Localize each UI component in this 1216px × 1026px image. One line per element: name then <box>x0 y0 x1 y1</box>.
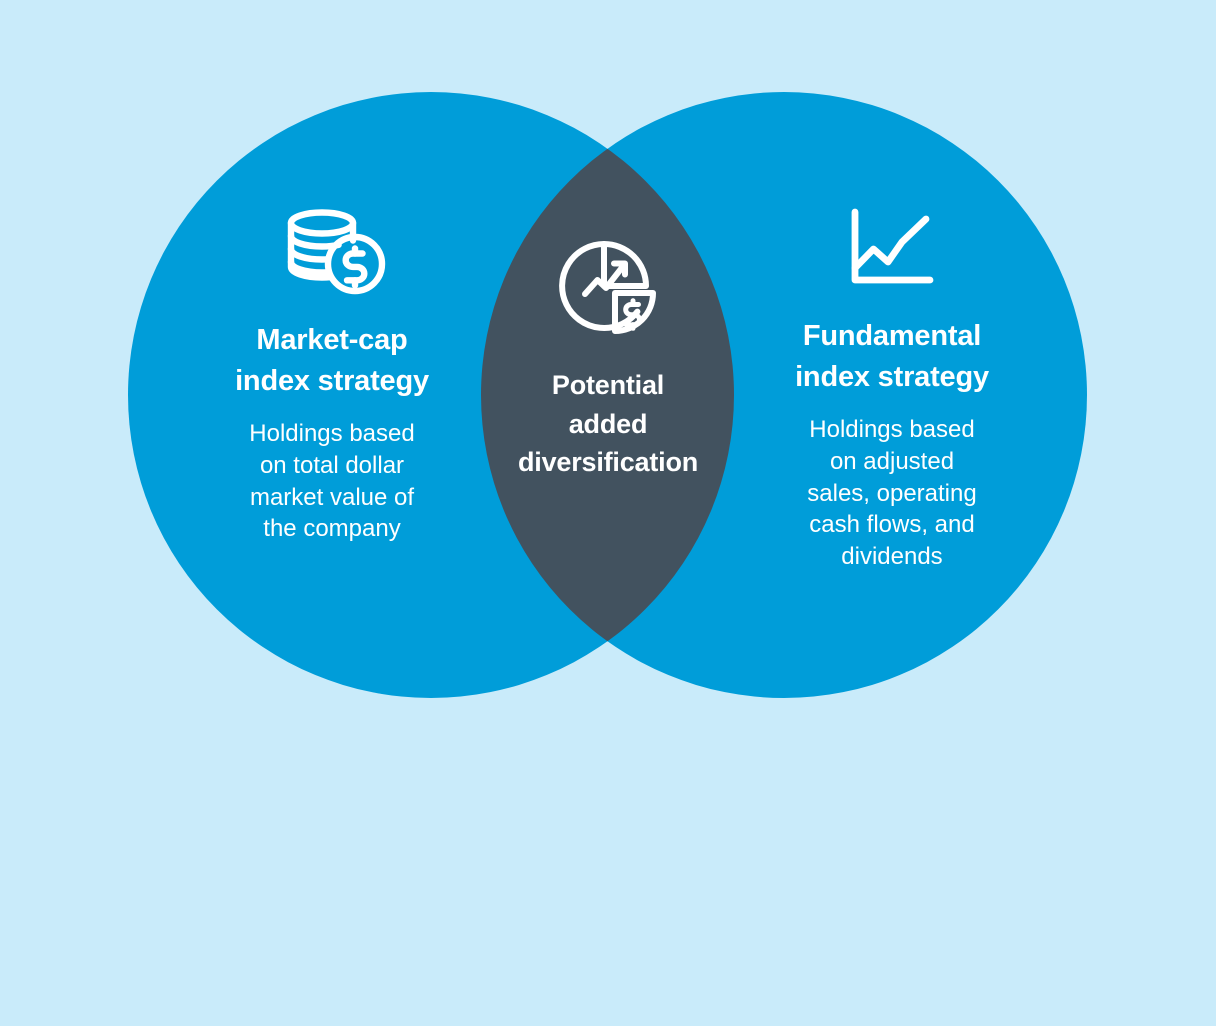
venn-diagram: Market-cap index strategy Holdings based… <box>128 92 1087 698</box>
venn-shapes <box>128 92 1087 698</box>
